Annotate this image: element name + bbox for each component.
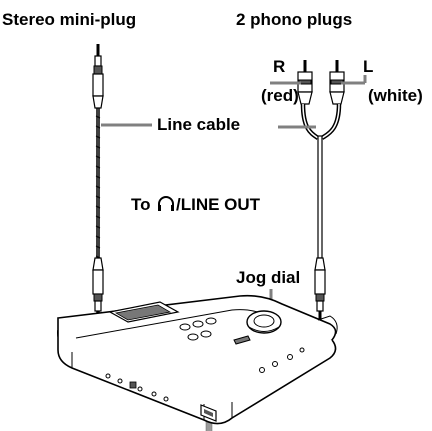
display-window — [108, 301, 180, 323]
hold-switch — [233, 335, 251, 345]
line-cable-label: Line cable — [157, 115, 240, 134]
mini-plug-bottom — [92, 257, 104, 320]
white-label: (white) — [368, 86, 423, 105]
l-label: L — [363, 57, 373, 76]
line-out-jack — [200, 404, 217, 422]
jog-dial — [246, 310, 282, 334]
phono-plugs-cable — [297, 60, 345, 320]
phono-cable-bottom-plug — [314, 257, 326, 320]
button-3 — [205, 317, 217, 325]
button-5 — [200, 330, 212, 338]
jog-dial-label: Jog dial — [236, 268, 300, 287]
phono-plug-l — [329, 60, 345, 105]
phono-plug-r — [297, 60, 313, 105]
stereo-mini-plug-cable — [92, 44, 104, 320]
stereo-mini-plug-label: Stereo mini-plug — [2, 10, 136, 29]
mini-plug-top — [92, 44, 104, 109]
r-label: R — [273, 57, 285, 76]
line-out-label: To /LINE OUT — [131, 195, 261, 214]
button-2 — [192, 320, 204, 328]
md-player — [56, 294, 338, 425]
button-1 — [179, 323, 191, 331]
phono-plugs-label: 2 phono plugs — [236, 10, 352, 29]
headphone-icon — [158, 196, 174, 211]
button-4 — [187, 333, 199, 341]
red-label: (red) — [261, 86, 299, 105]
line-out-prefix: To — [131, 195, 151, 214]
line-out-suffix: /LINE OUT — [176, 195, 261, 214]
